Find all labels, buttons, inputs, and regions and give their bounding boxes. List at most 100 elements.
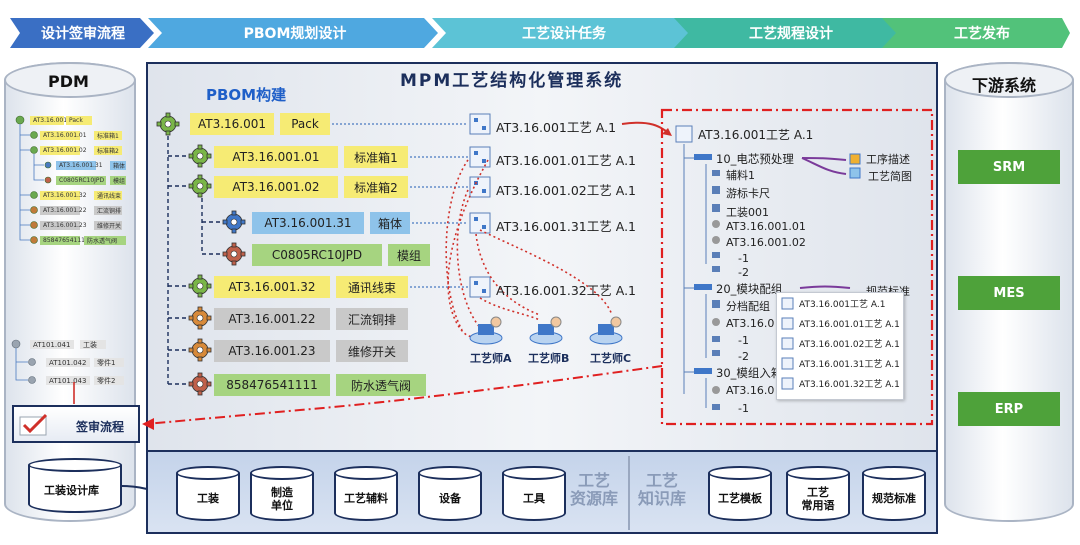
system-srm[interactable]: SRM <box>958 150 1060 184</box>
route-op10-item-0[interactable]: 辅料1 <box>726 169 755 182</box>
route-op10-item-1[interactable]: 游标卡尺 <box>726 187 770 200</box>
pdm-tree-name-6[interactable]: 汇流铜排 <box>94 206 122 215</box>
pbom-code-0[interactable]: AT3.16.001 <box>190 113 274 135</box>
pdm-tree-name-3[interactable]: 箱体 <box>110 161 126 170</box>
system-erp[interactable]: ERP <box>958 392 1060 426</box>
resource-db-2[interactable]: 工艺辅料 <box>334 466 398 524</box>
route-op10-item-5[interactable]: -1 <box>738 252 749 265</box>
pbom-name-4[interactable]: 模组 <box>388 244 430 266</box>
pdm-tree-code-6[interactable]: AT3.16.001.22 <box>40 206 87 215</box>
route-op10-item-2[interactable]: 工装001 <box>726 206 769 219</box>
pbom-code-8[interactable]: 858476541111 <box>214 374 330 396</box>
pbom-name-8[interactable]: 防水透气阀 <box>336 374 426 396</box>
pdm-tree-name-4[interactable]: 模组 <box>110 176 126 185</box>
route-popup[interactable]: AT3.16.001工艺 A.1 AT3.16.001.01工艺 A.1 AT3… <box>776 292 904 400</box>
route-op10-link-1[interactable]: 工艺简图 <box>868 170 912 183</box>
pbom-code-4[interactable]: C0805RC10JPD <box>252 244 382 266</box>
pdm-tree-code-0[interactable]: AT3.16.001 <box>30 116 67 125</box>
process-item-1[interactable]: AT3.16.001.01工艺 A.1 <box>496 153 636 168</box>
tooling-db[interactable]: 工装设计库 <box>28 458 122 516</box>
popup-item-2[interactable]: AT3.16.001.02工艺 A.1 <box>799 340 900 350</box>
route-op20-item-1[interactable]: AT3.16.0 <box>726 317 775 330</box>
pdm-tree-code-7[interactable]: AT3.16.001.23 <box>40 221 87 230</box>
banner-step-3: 工艺设计任务 <box>522 26 606 42</box>
tooling-db-top <box>28 458 122 472</box>
pdm-tree-name-8[interactable]: 防水透气阀 <box>84 236 126 245</box>
pbom-name-7[interactable]: 维修开关 <box>336 340 408 362</box>
route-root-icon <box>675 125 693 143</box>
knowledge-db-2[interactable]: 规范标准 <box>862 466 926 524</box>
popup-item-3[interactable]: AT3.16.001.31工艺 A.1 <box>799 360 900 370</box>
pbom-name-0[interactable]: Pack <box>280 113 330 135</box>
pbom-name-6[interactable]: 汇流铜排 <box>336 308 408 330</box>
pdm-tree2-code-0[interactable]: AT101.041 <box>30 340 74 349</box>
process-banner <box>10 18 1070 48</box>
route-link-desc <box>801 157 847 161</box>
pbom-name-5[interactable]: 通讯线束 <box>336 276 408 298</box>
pdm-tree-code-5[interactable]: AT3.16.001.32 <box>40 191 87 200</box>
route-op20[interactable]: 20_模块配组 <box>716 282 783 296</box>
knowledge-db-0-top <box>708 466 772 480</box>
resource-db-0[interactable]: 工装 <box>176 466 240 524</box>
pbom-name-2[interactable]: 标准箱2 <box>344 176 408 198</box>
approval-box[interactable]: 签审流程 <box>12 405 140 443</box>
route-op10-item-3[interactable]: AT3.16.001.01 <box>726 220 806 233</box>
resource-db-1[interactable]: 制造 单位 <box>250 466 314 524</box>
pdm-tree-code-8[interactable]: 858476541111 <box>40 236 89 245</box>
popup-item-4[interactable]: AT3.16.001.32工艺 A.1 <box>799 380 900 390</box>
process-item-4[interactable]: AT3.16.001.32工艺 A.1 <box>496 283 636 298</box>
process-item-0[interactable]: AT3.16.001工艺 A.1 <box>496 120 617 135</box>
pbom-code-6[interactable]: AT3.16.001.22 <box>214 308 330 330</box>
pdm-tree2-name-0[interactable]: 工装 <box>80 340 106 349</box>
pdm-tree-name-1[interactable]: 标准箱1 <box>94 131 122 140</box>
route-op30-item-1[interactable]: -1 <box>738 402 749 415</box>
pdm-tree-code-1[interactable]: AT3.16.001.01 <box>40 131 87 140</box>
pdm-gear-icon <box>30 221 38 229</box>
route-link-std <box>799 285 851 289</box>
route-op10-item-4[interactable]: AT3.16.001.02 <box>726 236 806 249</box>
route-op10[interactable]: 10_电芯预处理 <box>716 152 794 166</box>
pdm-tree2-name-2[interactable]: 零件2 <box>94 376 124 385</box>
banner-step-2: PBOM规划设计 <box>243 26 347 42</box>
pdm-tree2-code-1[interactable]: AT101.042 <box>46 358 90 367</box>
pbom-code-3[interactable]: AT3.16.001.31 <box>252 212 364 234</box>
pbom-code-2[interactable]: AT3.16.001.02 <box>214 176 338 198</box>
route-op10-link-0[interactable]: 工序描述 <box>866 153 910 166</box>
popup-item-1[interactable]: AT3.16.001.01工艺 A.1 <box>799 320 900 330</box>
pbom-code-5[interactable]: AT3.16.001.32 <box>214 276 330 298</box>
pdm-tree-name-5[interactable]: 通讯线束 <box>94 191 122 200</box>
pbom-code-7[interactable]: AT3.16.001.23 <box>214 340 330 362</box>
route-op30-item-0[interactable]: AT3.16.0 <box>726 384 775 397</box>
resource-db-4[interactable]: 工具 <box>502 466 566 524</box>
pdm-tree-code-2[interactable]: AT3.16.001.02 <box>40 146 87 155</box>
pdm-tree-name-7[interactable]: 维修开关 <box>94 221 122 230</box>
route-root[interactable]: AT3.16.001工艺 A.1 <box>698 128 814 142</box>
banner-step-shape-4 <box>674 18 902 48</box>
pdm-tree2-name-1[interactable]: 零件1 <box>94 358 124 367</box>
system-mes[interactable]: MES <box>958 276 1060 310</box>
pdm-tree-name-0[interactable]: Pack <box>66 116 92 125</box>
route-op10-item-6[interactable]: -2 <box>738 266 749 279</box>
pbom-name-1[interactable]: 标准箱1 <box>344 146 408 168</box>
pbom-title: PBOM构建 <box>206 86 287 104</box>
popup-item-0[interactable]: AT3.16.001工艺 A.1 <box>799 300 886 310</box>
knowledge-db-0[interactable]: 工艺模板 <box>708 466 772 524</box>
resource-db-3[interactable]: 设备 <box>418 466 482 524</box>
route-op20-item-0[interactable]: 分档配组 <box>726 300 770 313</box>
pdm-tree-code-3[interactable]: AT3.16.001.31 <box>56 161 103 170</box>
knowledge-db-2-top <box>862 466 926 480</box>
route-op20-item-2[interactable]: -1 <box>738 334 749 347</box>
banner-step-shape-5 <box>882 18 1070 48</box>
pbom-code-1[interactable]: AT3.16.001.01 <box>214 146 338 168</box>
route-op30[interactable]: 30_模组入箱 <box>716 366 783 380</box>
pdm-tree2-code-2[interactable]: AT101.043 <box>46 376 90 385</box>
pdm-tree-name-2[interactable]: 标准箱2 <box>94 146 122 155</box>
knowledge-db-2-label: 规范标准 <box>862 473 926 521</box>
knowledge-db-1[interactable]: 工艺 常用语 <box>786 466 850 524</box>
process-item-3[interactable]: AT3.16.001.31工艺 A.1 <box>496 219 636 234</box>
route-op20-item-3[interactable]: -2 <box>738 350 749 363</box>
banner-step-4: 工艺规程设计 <box>749 26 833 42</box>
pdm-tree-code-4[interactable]: C0805RC10JPD <box>56 176 106 185</box>
pbom-name-3[interactable]: 箱体 <box>370 212 410 234</box>
process-item-2[interactable]: AT3.16.001.02工艺 A.1 <box>496 183 636 198</box>
